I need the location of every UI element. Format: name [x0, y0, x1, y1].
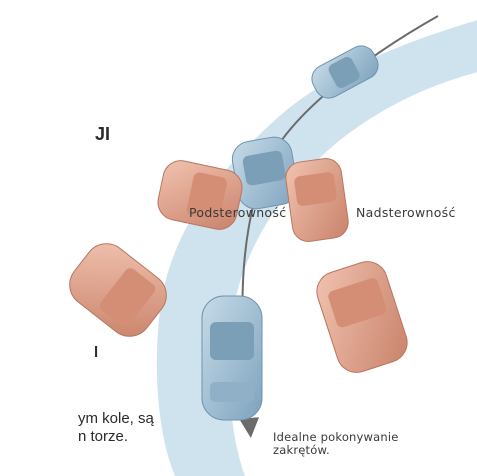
label-ideal-line2: zakrętów.: [273, 444, 399, 457]
cropped-text-fragment-c: n torze.: [78, 428, 128, 445]
car-oversteer-lower: [312, 256, 413, 377]
car-ideal-near: [202, 296, 262, 420]
label-ideal-cornering: Idealne pokonywanie zakrętów.: [273, 431, 399, 457]
car-oversteer-upper: [284, 156, 351, 243]
cropped-heading-fragment: JI: [95, 124, 110, 145]
cropped-text-fragment-b: ym kole, są: [78, 410, 154, 427]
cropped-text-fragment-a: l: [94, 344, 98, 361]
label-understeer: Podsterowność: [189, 205, 286, 220]
label-oversteer: Nadsterowność: [356, 205, 456, 220]
car-understeer-lower: [61, 235, 175, 345]
